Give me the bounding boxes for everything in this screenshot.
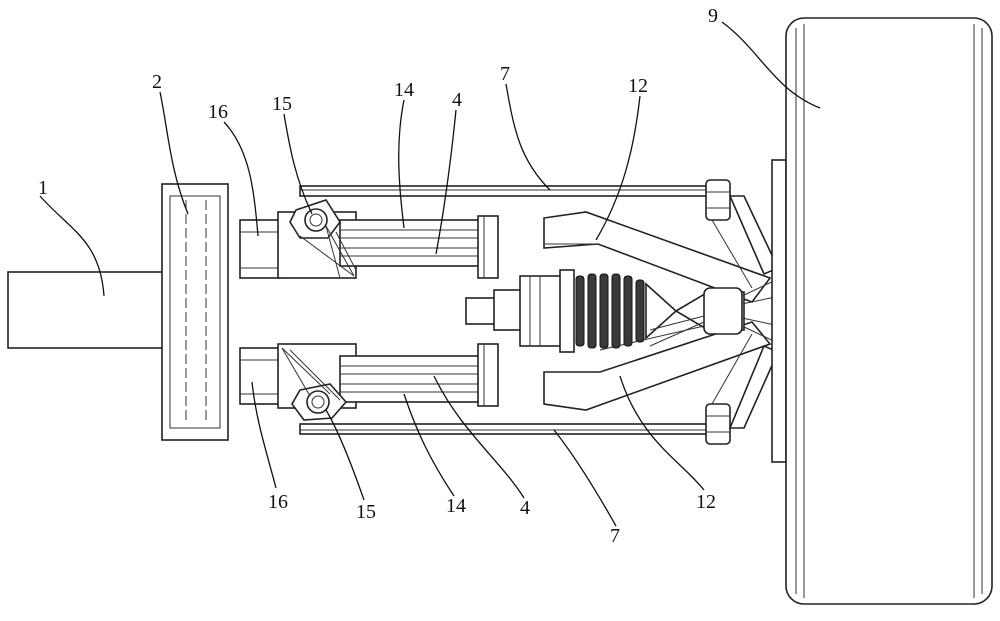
upper-pivot-pin xyxy=(304,208,328,232)
upper-cylinder xyxy=(239,199,499,279)
label-4-bottom: 4 xyxy=(520,497,530,519)
label-16-bottom: 16 xyxy=(268,491,288,513)
tie-rods xyxy=(299,179,731,445)
mounting-plate-inner xyxy=(169,195,221,429)
label-1: 1 xyxy=(38,177,48,199)
wheel xyxy=(785,17,993,605)
label-14-bottom: 14 xyxy=(446,495,466,517)
label-4-top: 4 xyxy=(452,89,462,111)
label-2: 2 xyxy=(152,71,162,93)
label-12-top: 12 xyxy=(628,75,648,97)
label-15-bottom: 15 xyxy=(356,501,376,523)
leader-lines xyxy=(39,21,821,527)
label-15-top: 15 xyxy=(272,93,292,115)
label-9: 9 xyxy=(708,5,718,27)
mounting-plate xyxy=(161,183,229,441)
input-shaft xyxy=(7,271,165,349)
lower-arm xyxy=(543,321,772,411)
linkage xyxy=(599,195,781,429)
label-16-top: 16 xyxy=(208,101,228,123)
spring-assembly xyxy=(465,269,678,353)
lower-pivot-pin xyxy=(306,390,330,414)
label-12-bottom: 12 xyxy=(696,491,716,513)
compression-spring xyxy=(575,273,645,349)
hub-plate xyxy=(771,159,787,463)
reference-labels: 1 2 16 15 14 4 7 12 9 16 15 14 4 7 12 xyxy=(38,5,718,547)
lower-cylinder xyxy=(239,343,499,421)
label-7-top: 7 xyxy=(500,63,510,85)
label-7-bottom: 7 xyxy=(610,525,620,547)
label-14-top: 14 xyxy=(394,79,414,101)
